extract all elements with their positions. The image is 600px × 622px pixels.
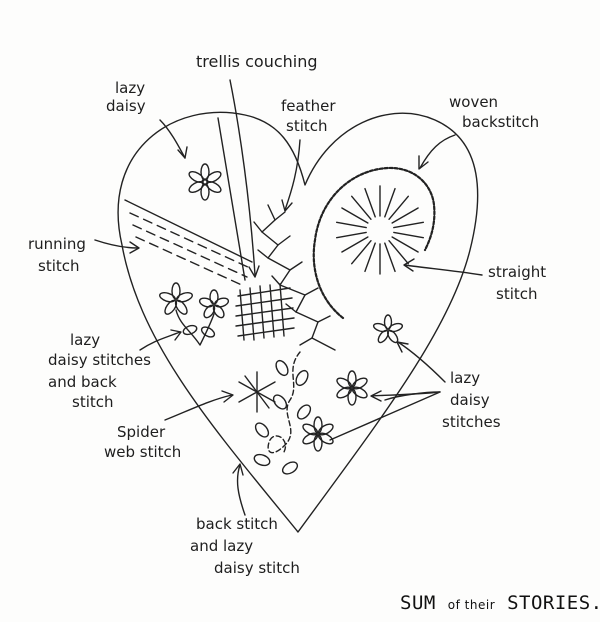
- feather-stitch: [253, 204, 336, 351]
- label-running-stitch-line2: stitch: [38, 257, 80, 275]
- label-lazy-daisy-back-line2: daisy stitches: [48, 351, 151, 369]
- straight-stitch-sunburst: [335, 185, 425, 275]
- seam-line: [329, 391, 441, 441]
- brand-of-their: of their: [447, 598, 496, 612]
- pointer-arrows: [94, 79, 483, 516]
- label-lazy-daisy-top-line2: daisy: [106, 97, 146, 115]
- label-straight-stitch-line2: stitch: [496, 285, 538, 303]
- woven-backstitch: [312, 166, 436, 320]
- brand-stories: STORIES.COM: [507, 592, 600, 614]
- seam-line: [217, 117, 246, 281]
- label-running-stitch-line1: running: [28, 235, 86, 253]
- label-back-lazy-line3: daisy stitch: [214, 559, 300, 577]
- label-feather-stitch-line2: stitch: [286, 117, 328, 135]
- brand-sum: SUM: [400, 592, 436, 614]
- label-lazy-daisy-back-line1: lazy: [70, 331, 101, 349]
- label-trellis-couching: trellis couching: [196, 52, 318, 71]
- label-straight-stitch-line1: straight: [488, 263, 547, 281]
- label-feather-stitch-line1: feather: [281, 97, 336, 115]
- label-lazy-daisy-top-line1: lazy: [115, 79, 146, 97]
- label-lazy-daisy-right-line1: lazy: [450, 369, 481, 387]
- label-lazy-daisy-back-line4: stitch: [72, 393, 114, 411]
- heart-outline: [117, 111, 479, 533]
- spider-web-stitch: [238, 371, 276, 413]
- seam-line: [124, 199, 253, 263]
- label-woven-backstitch-line2: backstitch: [462, 113, 540, 131]
- lazy-daisy-flower-top: [188, 163, 222, 201]
- label-lazy-daisy-back-line3: and back: [48, 373, 117, 391]
- lazy-daisy-right-flower-1: [372, 314, 404, 344]
- back-stitch-vine: [253, 351, 312, 475]
- label-woven-backstitch-line1: woven: [449, 93, 499, 111]
- lazy-daisy-left-flowers: [159, 282, 230, 346]
- label-lazy-daisy-right-line3: stitches: [442, 413, 501, 431]
- label-spider-web-line2: web stitch: [104, 443, 182, 461]
- label-back-lazy-line2: and lazy: [190, 537, 254, 555]
- lazy-daisy-right-flower-2: [336, 370, 368, 406]
- label-back-lazy-line1: back stitch: [196, 515, 278, 533]
- label-lazy-daisy-right-line2: daisy: [450, 391, 490, 409]
- lazy-daisy-right-flower-3: [302, 416, 334, 452]
- label-spider-web-line1: Spider: [117, 423, 166, 441]
- trellis-couching-grid: [235, 283, 295, 341]
- running-stitch: [129, 212, 251, 287]
- brand-watermark: SUM of their STORIES.COM: [400, 592, 600, 614]
